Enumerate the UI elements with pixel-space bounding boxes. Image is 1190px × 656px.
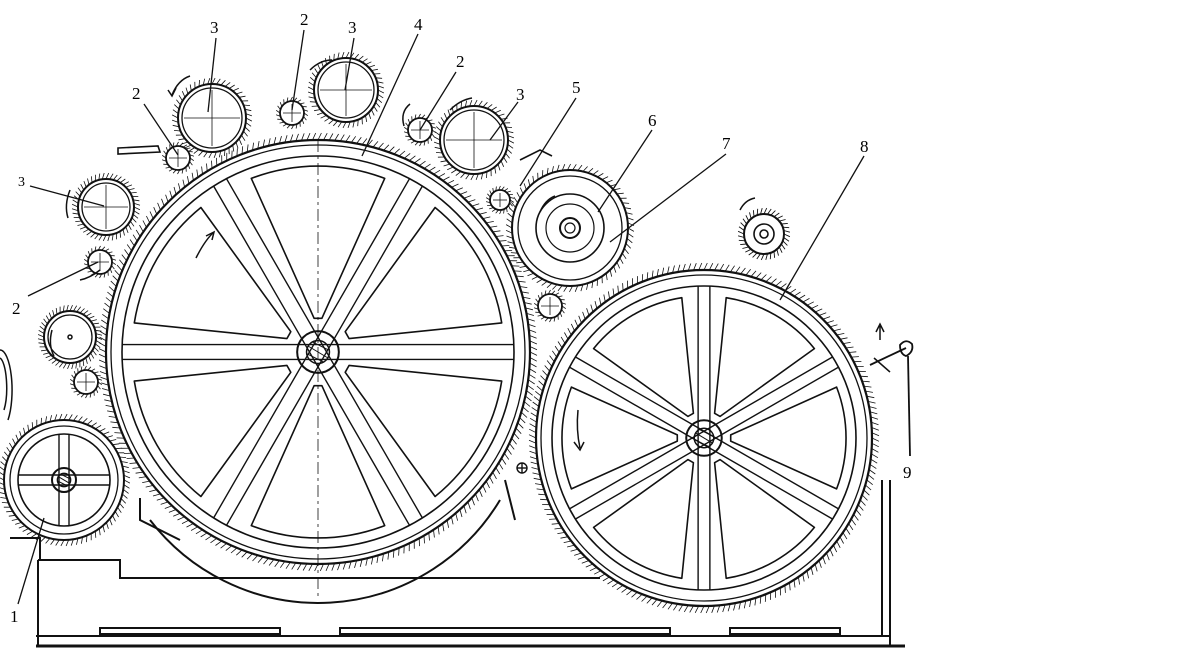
label-3-top-middle: 3 — [348, 18, 357, 37]
label-2-top-right: 2 — [456, 52, 465, 71]
stripper-roll-top-middle — [307, 51, 385, 129]
worker-roll-7 — [533, 289, 567, 323]
machine-frame — [10, 479, 905, 648]
label-6-fancy: 6 — [648, 111, 657, 130]
worker-roll-6 — [485, 185, 515, 215]
label-7: 7 — [722, 134, 731, 153]
stripper-roll-top-right — [433, 99, 515, 181]
fancy-roll — [505, 163, 635, 293]
worker-roll-2 — [275, 96, 309, 130]
licker-in — [0, 413, 131, 547]
label-3-top-right: 3 — [516, 85, 525, 104]
worker-roll-1 — [161, 141, 195, 175]
label-2-left-top: 2 — [132, 84, 141, 103]
label-3-top-left: 3 — [210, 18, 219, 37]
worker-roll-5 — [69, 365, 103, 399]
label-3-left: 3 — [18, 175, 25, 190]
label-2-top: 2 — [300, 10, 309, 29]
doffer-comb — [869, 340, 914, 457]
label-4-main-cylinder: 4 — [414, 15, 423, 34]
stripper-roll-left — [71, 172, 141, 242]
doffer-stripper-roll — [737, 207, 791, 261]
stripper-roll-left-lower — [37, 304, 103, 370]
label-9-comb: 9 — [903, 463, 912, 482]
partial-roll-left-edge — [0, 349, 13, 421]
stripper-roll-top-left — [171, 77, 253, 159]
leader-lines — [17, 29, 865, 605]
gears — [0, 51, 880, 614]
stationary-plates — [117, 145, 553, 161]
part-labels: 3 2 3 4 2 2 3 5 6 7 8 3 2 9 1 — [10, 10, 912, 626]
label-2-left-bottom: 2 — [12, 299, 21, 318]
label-5-transfer: 5 — [572, 78, 581, 97]
doffer-cylinder — [528, 262, 880, 614]
main-cylinder-undercasing — [149, 499, 501, 604]
pivot-marker — [516, 462, 528, 474]
rotation-arrows — [49, 59, 891, 452]
worker-roll-4 — [83, 245, 117, 279]
label-1-licker-in: 1 — [10, 607, 19, 626]
label-8-doffer: 8 — [860, 137, 869, 156]
